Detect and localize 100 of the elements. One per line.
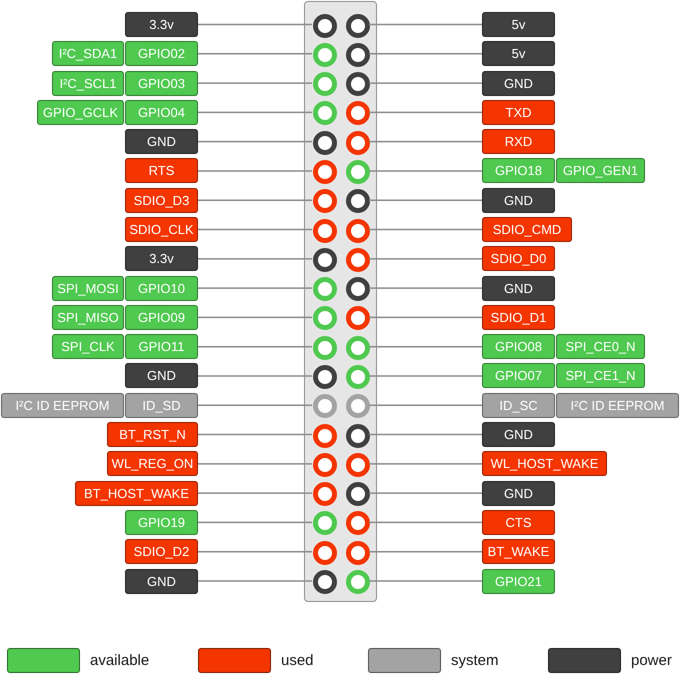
pin-ring bbox=[313, 277, 337, 302]
pin-label: GND bbox=[482, 422, 555, 448]
pin-label: GND bbox=[482, 276, 555, 301]
pin-label: GND bbox=[125, 129, 198, 154]
pin-ring bbox=[313, 540, 337, 565]
pin-label: WL_REG_ON bbox=[107, 451, 198, 476]
pin-ring bbox=[313, 130, 337, 155]
connector-line bbox=[369, 375, 482, 377]
pin-ring bbox=[346, 248, 370, 272]
connector-line bbox=[369, 287, 482, 289]
pin-label: GPIO18 bbox=[482, 158, 555, 184]
connector-line bbox=[198, 346, 312, 348]
pin-label: ID_SC bbox=[482, 392, 555, 418]
connector-line bbox=[198, 316, 312, 318]
connector-line bbox=[198, 404, 312, 406]
pin-ring bbox=[346, 130, 370, 155]
pin-label: ID_SD bbox=[125, 392, 198, 418]
connector-line bbox=[369, 228, 482, 230]
pin-ring bbox=[313, 306, 337, 330]
connector-line bbox=[198, 580, 312, 582]
function-label: SPI_CLK bbox=[52, 334, 124, 360]
pin-ring bbox=[346, 511, 370, 536]
pin-label: GPIO09 bbox=[125, 304, 198, 330]
pin-label: GND bbox=[125, 363, 198, 388]
function-label: I²C ID EEPROM bbox=[556, 392, 679, 418]
connector-line bbox=[369, 258, 482, 260]
pin-label: GPIO08 bbox=[482, 334, 555, 360]
pin-label: 3.3v bbox=[125, 12, 198, 37]
pin-ring bbox=[346, 189, 370, 214]
function-label: GPIO_GCLK bbox=[37, 100, 124, 125]
pin-label: SDIO_CLK bbox=[125, 217, 198, 242]
connector-line bbox=[369, 550, 482, 552]
pin-label: GPIO07 bbox=[482, 363, 555, 388]
pin-ring bbox=[346, 540, 370, 565]
pin-header bbox=[304, 1, 377, 602]
pin-ring bbox=[346, 218, 370, 243]
pin-label: SDIO_D2 bbox=[125, 539, 198, 564]
pin-ring bbox=[313, 394, 337, 418]
pin-label: GPIO03 bbox=[125, 70, 198, 96]
connector-line bbox=[369, 200, 482, 201]
connector-line bbox=[369, 346, 482, 348]
pin-ring bbox=[346, 336, 370, 360]
function-label: SPI_MISO bbox=[52, 304, 124, 330]
pin-label: GPIO11 bbox=[125, 334, 198, 360]
legend-label: power bbox=[631, 651, 672, 671]
pin-ring bbox=[346, 452, 370, 477]
pin-ring bbox=[346, 364, 370, 389]
pin-label: RXD bbox=[482, 129, 555, 154]
connector-line bbox=[198, 170, 312, 172]
legend-label: available bbox=[90, 651, 150, 671]
connector-line bbox=[198, 550, 312, 552]
function-label: SPI_CE1_N bbox=[556, 363, 645, 388]
connector-line bbox=[198, 375, 312, 377]
pin-label: GPIO10 bbox=[125, 276, 198, 301]
pin-label: WL_HOST_WAKE bbox=[482, 451, 607, 476]
pin-ring bbox=[346, 160, 370, 184]
pin-label: SDIO_D3 bbox=[125, 188, 198, 213]
pin-label: SDIO_CMD bbox=[482, 217, 572, 242]
connector-line bbox=[198, 82, 312, 84]
connector-line bbox=[369, 463, 482, 465]
connector-line bbox=[369, 53, 482, 55]
pin-label: GPIO19 bbox=[125, 510, 198, 535]
pin-label: GND bbox=[125, 568, 198, 594]
function-label: SPI_MOSI bbox=[52, 276, 124, 301]
pin-ring bbox=[346, 394, 370, 418]
connector-line bbox=[198, 522, 312, 524]
connector-line bbox=[369, 24, 482, 26]
pin-ring bbox=[313, 511, 337, 536]
pin-label: 5v bbox=[482, 41, 555, 66]
legend-label: used bbox=[281, 651, 314, 671]
pin-ring bbox=[346, 424, 370, 448]
pin-ring bbox=[313, 364, 337, 389]
pin-ring bbox=[313, 452, 337, 477]
connector-line bbox=[369, 82, 482, 84]
connector-line bbox=[198, 200, 312, 201]
pin-ring bbox=[313, 218, 337, 243]
pin-ring bbox=[346, 570, 370, 594]
pin-ring bbox=[313, 424, 337, 448]
connector-line bbox=[198, 53, 312, 55]
connector-line bbox=[198, 287, 312, 289]
pin-ring bbox=[313, 570, 337, 594]
connector-line bbox=[198, 492, 312, 494]
pin-label: RTS bbox=[125, 158, 198, 184]
pin-ring bbox=[346, 306, 370, 330]
connector-line bbox=[369, 522, 482, 524]
connector-line bbox=[369, 170, 482, 172]
pin-label: SDIO_D0 bbox=[482, 246, 555, 272]
pin-label: BT_HOST_WAKE bbox=[75, 480, 198, 506]
pin-ring bbox=[313, 336, 337, 360]
connector-line bbox=[198, 463, 312, 465]
connector-line bbox=[369, 316, 482, 318]
pin-ring bbox=[313, 482, 337, 506]
connector-line bbox=[369, 580, 482, 582]
pin-label: GPIO04 bbox=[125, 100, 198, 125]
connector-line bbox=[198, 112, 312, 114]
pin-ring bbox=[346, 42, 370, 67]
pin-label: CTS bbox=[482, 510, 555, 535]
connector-line bbox=[369, 434, 482, 436]
connector-line bbox=[369, 140, 482, 142]
pin-ring bbox=[313, 42, 337, 67]
